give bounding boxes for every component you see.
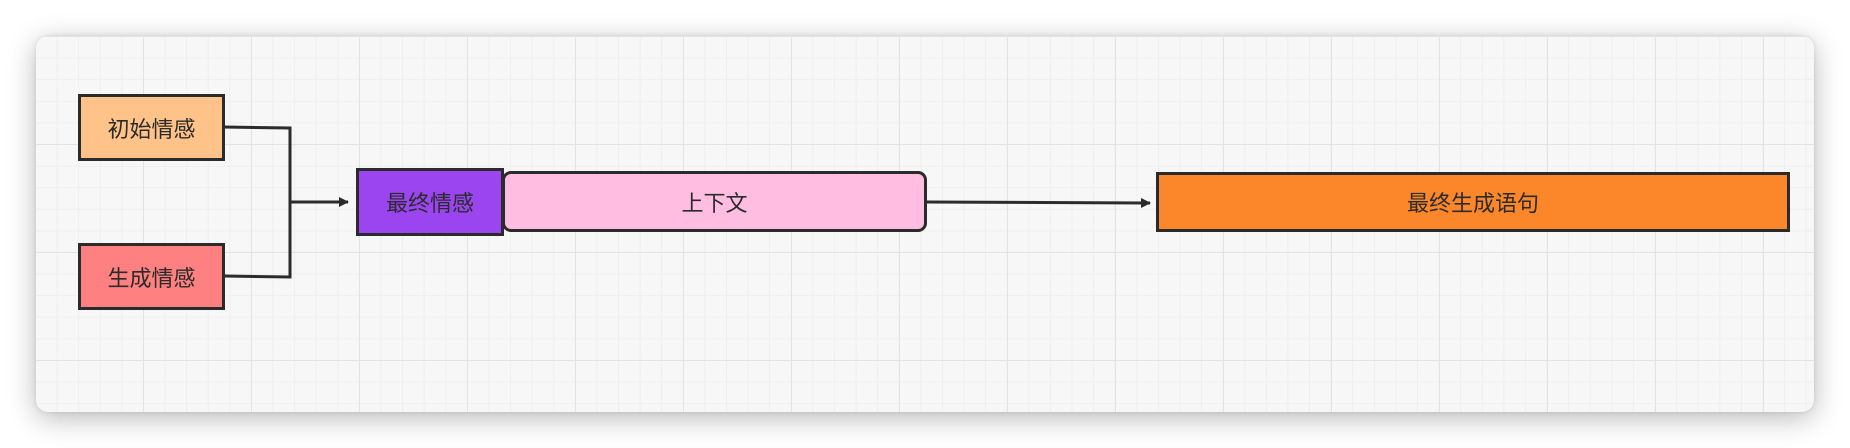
initial-emotion-label: 初始情感 <box>107 117 196 143</box>
context-label: 上下文 <box>681 191 748 217</box>
final-emotion-label: 最终情感 <box>385 192 474 217</box>
final-emotion-node[interactable]: 最终情感 <box>356 168 504 236</box>
initial-emotion-node[interactable]: 初始情感 <box>78 94 225 161</box>
edge-generated-to-final[interactable] <box>223 202 292 279</box>
generated-emotion-label: 生成情感 <box>107 266 196 292</box>
edge-context-to-sentence[interactable] <box>925 197 1151 208</box>
context-node[interactable]: 上下文 <box>502 171 927 232</box>
final-sentence-node[interactable]: 最终生成语句 <box>1156 172 1790 232</box>
generated-emotion-node[interactable]: 生成情感 <box>78 243 225 310</box>
final-sentence-label: 最终生成语句 <box>1406 192 1539 217</box>
edge-initial-to-final[interactable] <box>223 125 349 207</box>
